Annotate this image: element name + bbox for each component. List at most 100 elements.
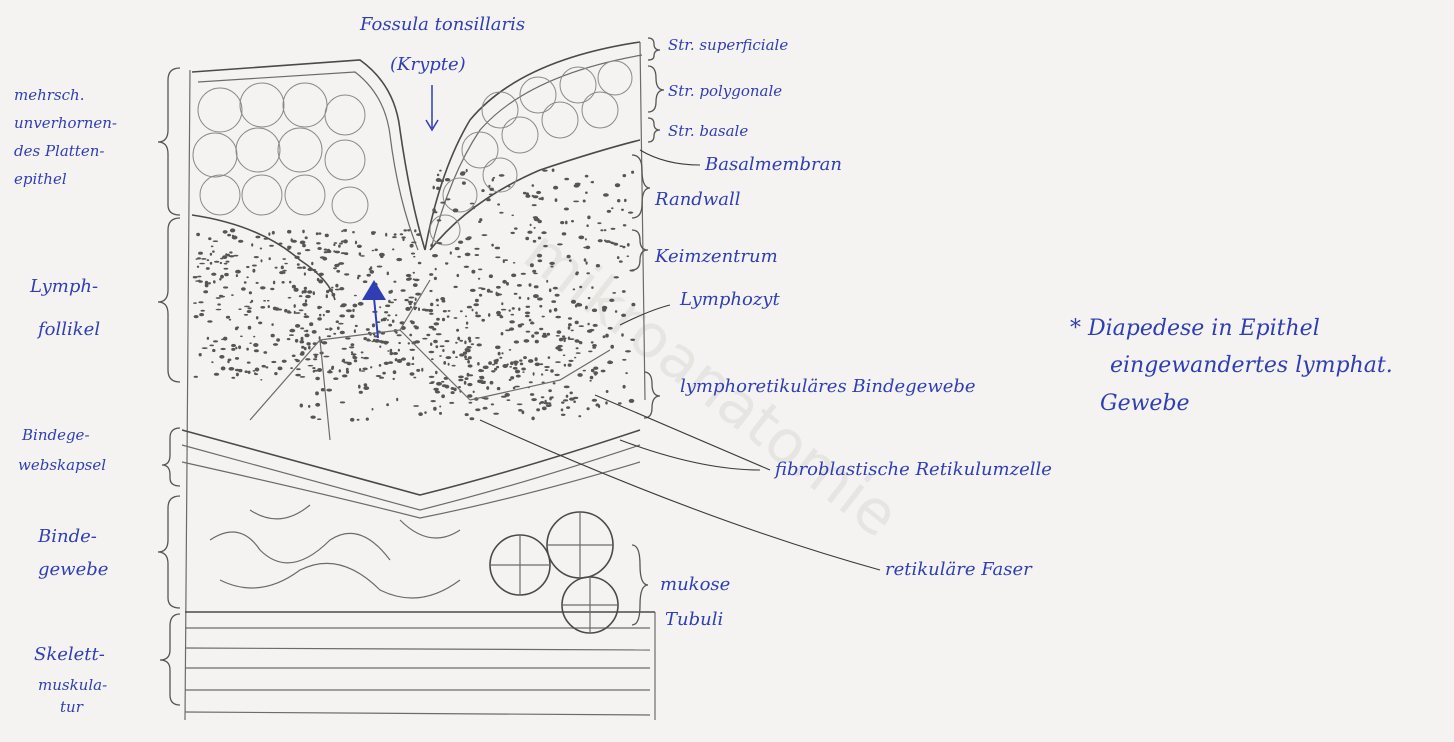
lymphocyte-dot [614, 276, 619, 278]
lymphocyte-dot [611, 242, 616, 244]
lymphocyte-dot [467, 236, 472, 239]
lymphocyte-dot [359, 391, 363, 394]
lymphocyte-dot [589, 380, 591, 382]
lymphocyte-dot [553, 382, 556, 384]
lymphocyte-dot [304, 287, 307, 290]
lymphocyte-dot [560, 221, 564, 224]
lymphocyte-dot [602, 306, 607, 310]
lymphocyte-dot [533, 216, 538, 219]
lymphocyte-dot [245, 370, 248, 373]
lymphocyte-dot [247, 362, 251, 364]
lymphocyte-dot [601, 370, 606, 373]
lymphocyte-dot [223, 230, 228, 234]
lymphocyte-dot [294, 288, 299, 292]
label-fossula: Fossula tonsillaris [359, 14, 525, 35]
lymphocyte-dot [439, 355, 442, 357]
lymphocyte-dot [540, 401, 544, 404]
lymphocyte-dot [514, 340, 519, 343]
lymphocyte-dot [547, 333, 550, 336]
lymphocyte-dot [220, 348, 226, 350]
lymphocyte-dot [490, 381, 494, 385]
lymphocyte-dot [289, 281, 291, 284]
lymphocyte-dot [299, 309, 304, 311]
lymphocyte-dot [555, 316, 561, 319]
lymphocyte-dot [370, 366, 372, 368]
lymphocyte-dot [335, 284, 338, 288]
lymphocyte-dot [197, 266, 199, 268]
lymphocyte-dot [552, 169, 555, 172]
lymphocyte-dot [197, 276, 201, 278]
lymphocyte-dot [418, 307, 420, 311]
lymphocyte-dot [496, 366, 499, 368]
lymphocyte-dot [302, 230, 305, 234]
lymphocyte-dot [481, 319, 485, 322]
lymphocyte-dot [235, 270, 241, 274]
lymphocyte-dot [577, 373, 582, 377]
lymphocyte-dot [487, 289, 491, 293]
lymphocyte-dot [434, 322, 440, 325]
lymphocyte-dot [304, 347, 307, 350]
lymphocyte-dot [463, 351, 467, 354]
lymphocyte-dot [317, 247, 321, 250]
lymphocyte-dot [379, 253, 385, 257]
lymphocyte-dot [621, 333, 624, 336]
lymphocyte-dot [262, 365, 266, 368]
lymphocyte-dot [499, 212, 503, 214]
lymphocyte-dot [284, 309, 287, 313]
lymphocyte-dot [598, 239, 603, 242]
lymphocyte-dot [467, 360, 470, 364]
lymphocyte-dot [415, 298, 417, 302]
lymphocyte-dot [410, 372, 415, 375]
lymphocyte-dot [276, 338, 280, 341]
lymphocyte-dot [361, 351, 364, 353]
lymphocyte-dot [437, 219, 442, 221]
lymphocyte-dot [478, 287, 483, 289]
lymphocyte-dot [605, 401, 608, 404]
lymphocyte-dot [305, 236, 308, 239]
lymphocyte-dot [583, 247, 587, 249]
lymphocyte-dot [246, 276, 249, 278]
lymphocyte-dot [445, 340, 450, 342]
lymphocyte-dot [446, 356, 452, 359]
lymphocyte-dot [313, 291, 315, 295]
lymphocyte-dot [529, 283, 532, 286]
lymphocyte-dot [287, 310, 290, 312]
lymphocyte-dot [587, 323, 589, 326]
lymphocyte-dot [296, 368, 301, 370]
lymphocyte-dot [202, 347, 208, 349]
lymphocyte-dot [501, 309, 506, 311]
lymphocyte-dot [336, 270, 340, 273]
lymphocyte-dot [302, 303, 307, 307]
lymphocyte-dot [315, 377, 320, 381]
lymphocyte-dot [319, 314, 321, 317]
lymphocyte-dot [603, 335, 606, 338]
lymphocyte-dot [355, 241, 357, 245]
lymphocyte-dot [199, 353, 202, 356]
lymphocyte-dot [221, 366, 226, 370]
lymphocyte-dot [475, 254, 480, 256]
lymphocyte-dot [500, 316, 504, 319]
lymphocyte-dot [403, 229, 407, 231]
lymphocyte-dot [429, 382, 434, 384]
lymphocyte-dot [483, 366, 489, 370]
lymphocyte-dot [260, 379, 262, 381]
lymphocyte-dot [499, 357, 502, 359]
lymphocyte-dot [456, 329, 459, 332]
lymphocyte-dot [529, 381, 533, 383]
lymphocyte-dot [464, 266, 469, 268]
lymphocyte-dot [246, 266, 249, 268]
lymphocyte-dot [198, 252, 203, 255]
lymphocyte-dot [538, 237, 541, 240]
lymphocyte-dot [584, 258, 587, 262]
lymphocyte-dot [230, 228, 235, 232]
lymphocyte-dot [586, 272, 590, 274]
lymphocyte-dot [326, 389, 332, 392]
lymphocyte-dot [272, 231, 275, 235]
lymphocyte-dot [401, 289, 406, 292]
lymphocyte-dot [422, 338, 427, 340]
lymphocyte-dot [312, 367, 315, 369]
lymphocyte-dot [400, 233, 403, 235]
note-line-2: eingewandertes lymphat. [1110, 353, 1393, 378]
lymphocyte-dot [364, 383, 368, 386]
lymphocyte-dot [254, 349, 259, 352]
